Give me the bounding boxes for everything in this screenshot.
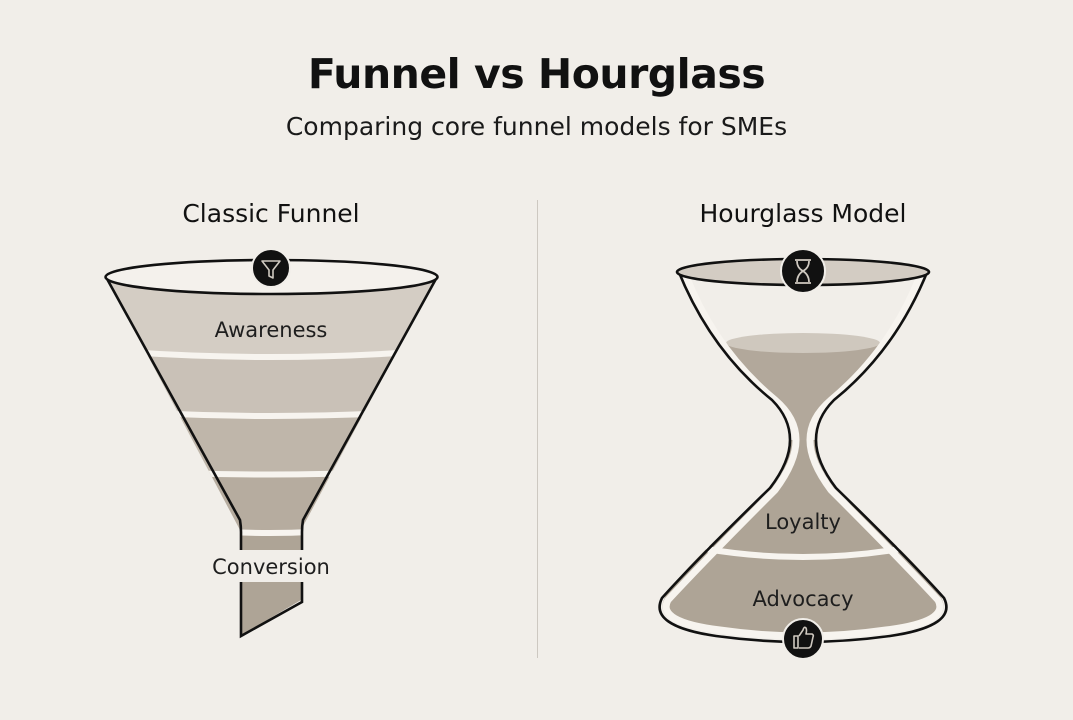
page-title: Funnel vs Hourglass xyxy=(307,50,766,98)
classic-funnel-title: Classic Funnel xyxy=(182,199,360,228)
hourglass-model xyxy=(658,248,948,660)
thumbs-up-icon xyxy=(782,618,824,660)
funnel-icon xyxy=(251,248,291,288)
stage-label-conversion: Conversion xyxy=(212,555,330,579)
stage-label-loyalty: Loyalty xyxy=(765,510,841,534)
page-subtitle: Comparing core funnel models for SMEs xyxy=(285,112,788,141)
stage-label-advocacy: Advocacy xyxy=(752,587,854,611)
funnel-band-conversion xyxy=(106,530,437,636)
funnel-band-4 xyxy=(106,472,437,530)
classic-funnel xyxy=(104,248,439,639)
hourglass-icon xyxy=(780,248,826,294)
funnel-band-2 xyxy=(106,354,437,414)
stage-label-awareness: Awareness xyxy=(214,318,328,342)
funnel-band-3 xyxy=(106,414,437,472)
hourglass-model-title: Hourglass Model xyxy=(699,199,907,228)
panel-divider xyxy=(537,200,538,658)
